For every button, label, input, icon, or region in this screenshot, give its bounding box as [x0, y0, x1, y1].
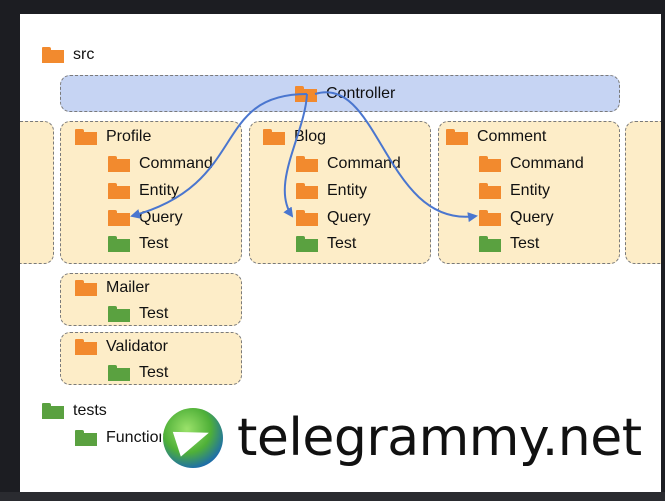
- folder-label: Test: [327, 235, 357, 252]
- telegram-logo-icon: [163, 408, 223, 468]
- folder-label: Test: [139, 305, 169, 322]
- controller-box: [60, 75, 620, 112]
- mailer-label: Mailer: [106, 279, 150, 296]
- folder-icon: [75, 129, 97, 145]
- folder-icon: [479, 183, 501, 199]
- test-folder-icon: [108, 306, 130, 322]
- profile-query: Query: [108, 207, 183, 229]
- partial-module-box-left: [20, 121, 54, 264]
- mailer-test: Test: [108, 303, 168, 325]
- comment-label: Comment: [477, 128, 547, 145]
- blog-entity: Entity: [296, 180, 367, 202]
- profile-command: Command: [108, 153, 213, 175]
- profile-folder: Profile: [75, 126, 151, 148]
- folder-label: Command: [327, 155, 401, 172]
- folder-label: Test: [510, 235, 540, 252]
- tests-label: tests: [73, 402, 107, 419]
- folder-icon: [42, 47, 64, 63]
- comment-folder: Comment: [446, 126, 546, 148]
- folder-icon: [296, 183, 318, 199]
- profile-label: Profile: [106, 128, 152, 145]
- screen-bottom-edge: [0, 492, 665, 501]
- folder-icon: [263, 129, 285, 145]
- folder-label: Query: [327, 209, 371, 226]
- folder-label: Entity: [510, 182, 551, 199]
- mailer-folder: Mailer: [75, 277, 150, 299]
- folder-icon: [479, 210, 501, 226]
- src-folder: src: [42, 44, 94, 66]
- blog-query: Query: [296, 207, 371, 229]
- src-label: src: [73, 46, 95, 63]
- test-folder-icon: [42, 403, 64, 419]
- folder-icon: [296, 210, 318, 226]
- folder-icon: [108, 183, 130, 199]
- folder-label: Entity: [327, 182, 368, 199]
- folder-label: Entity: [139, 182, 180, 199]
- comment-test: Test: [479, 233, 539, 255]
- validator-label: Validator: [106, 338, 168, 355]
- folder-label: Test: [139, 235, 169, 252]
- watermark: telegrammy.net: [163, 407, 655, 469]
- partial-module-box-right: [625, 121, 661, 264]
- profile-entity: Entity: [108, 180, 179, 202]
- comment-box: [438, 121, 620, 264]
- folder-label: Query: [510, 209, 554, 226]
- validator-folder: Validator: [75, 336, 168, 358]
- arrow-controller-to-blog-query: [283, 93, 308, 218]
- functional-label: Functional: [106, 429, 180, 446]
- blog-label: Blog: [294, 128, 327, 145]
- folder-label: Command: [139, 155, 213, 172]
- diagram-slide: src Controller Profile Command Entity Qu…: [20, 14, 661, 498]
- folder-label: Command: [510, 155, 584, 172]
- blog-command: Command: [296, 153, 401, 175]
- test-folder-icon: [108, 365, 130, 381]
- folder-icon: [479, 156, 501, 172]
- folder-icon: [75, 339, 97, 355]
- test-folder-icon: [296, 236, 318, 252]
- folder-icon: [108, 156, 130, 172]
- tests-folder: tests: [42, 400, 107, 422]
- dependency-arrows: [130, 91, 478, 223]
- arrow-controller-to-comment-query: [314, 91, 478, 223]
- profile-test: Test: [108, 233, 168, 255]
- watermark-text: telegrammy.net: [237, 408, 642, 468]
- blog-folder: Blog: [263, 126, 326, 148]
- test-folder-icon: [479, 236, 501, 252]
- arrow-controller-to-profile-query: [130, 93, 308, 219]
- test-folder-icon: [75, 430, 97, 446]
- comment-query: Query: [479, 207, 554, 229]
- blog-test: Test: [296, 233, 356, 255]
- folder-icon: [296, 156, 318, 172]
- folder-icon: [75, 280, 97, 296]
- comment-command: Command: [479, 153, 584, 175]
- folder-label: Test: [139, 364, 169, 381]
- comment-entity: Entity: [479, 180, 550, 202]
- folder-label: Query: [139, 209, 183, 226]
- mailer-box: [60, 273, 242, 326]
- functional-folder: Functional: [75, 427, 180, 449]
- validator-box: [60, 332, 242, 385]
- test-folder-icon: [108, 236, 130, 252]
- validator-test: Test: [108, 362, 168, 384]
- folder-icon: [108, 210, 130, 226]
- folder-icon: [446, 129, 468, 145]
